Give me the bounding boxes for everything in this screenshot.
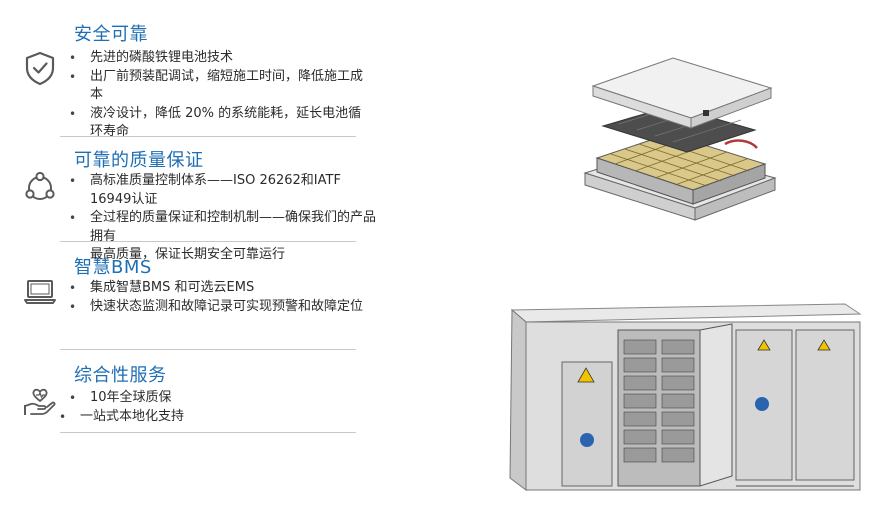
divider	[60, 136, 356, 137]
hand-heart-icon	[24, 388, 56, 415]
list-item: 液冷设计，降低 20% 的系统能耗，延长电池循环寿命	[68, 105, 368, 142]
battery-pack-image	[583, 57, 777, 221]
list-item: 先进的磷酸铁锂电池技术	[68, 49, 368, 68]
divider	[60, 349, 356, 350]
list-item: 高标准质量控制体系——ISO 26262和IATF 16949认证	[68, 172, 378, 209]
section-title: 可靠的质量保证	[74, 150, 204, 171]
section-title: 安全可靠	[74, 24, 148, 45]
bullet-list: 先进的磷酸铁锂电池技术 出厂前预装配调试，缩短施工时间，降低施工成本 液冷设计，…	[68, 49, 368, 142]
list-item: 一站式本地化支持	[58, 408, 358, 427]
list-item: 集成智慧BMS 和可选云EMS	[68, 279, 368, 298]
bullet-list: 集成智慧BMS 和可选云EMS 快速状态监测和故障记录可实现预警和故障定位	[68, 279, 368, 316]
section-title: 智慧BMS	[74, 257, 152, 278]
list-item: 全过程的质量保证和控制机制——确保我们的产品拥有	[68, 209, 378, 246]
list-item: 10年全球质保	[68, 389, 368, 408]
network-cycle-icon	[25, 171, 55, 200]
list-item: 快速状态监测和故障记录可实现预警和故障定位	[68, 298, 368, 317]
bullet-list: 10年全球质保 一站式本地化支持	[59, 389, 368, 426]
divider	[60, 432, 356, 433]
laptop-icon	[24, 280, 56, 304]
container-image	[509, 303, 862, 491]
list-item: 最高质量，保证长期安全可靠运行	[90, 247, 286, 262]
list-item: 出厂前预装配调试，缩短施工时间，降低施工成本	[68, 68, 368, 105]
shield-check-icon	[25, 51, 55, 86]
section-title: 综合性服务	[74, 365, 167, 386]
divider	[60, 241, 356, 242]
bullet-list: 高标准质量控制体系——ISO 26262和IATF 16949认证 全过程的质量…	[68, 172, 378, 265]
